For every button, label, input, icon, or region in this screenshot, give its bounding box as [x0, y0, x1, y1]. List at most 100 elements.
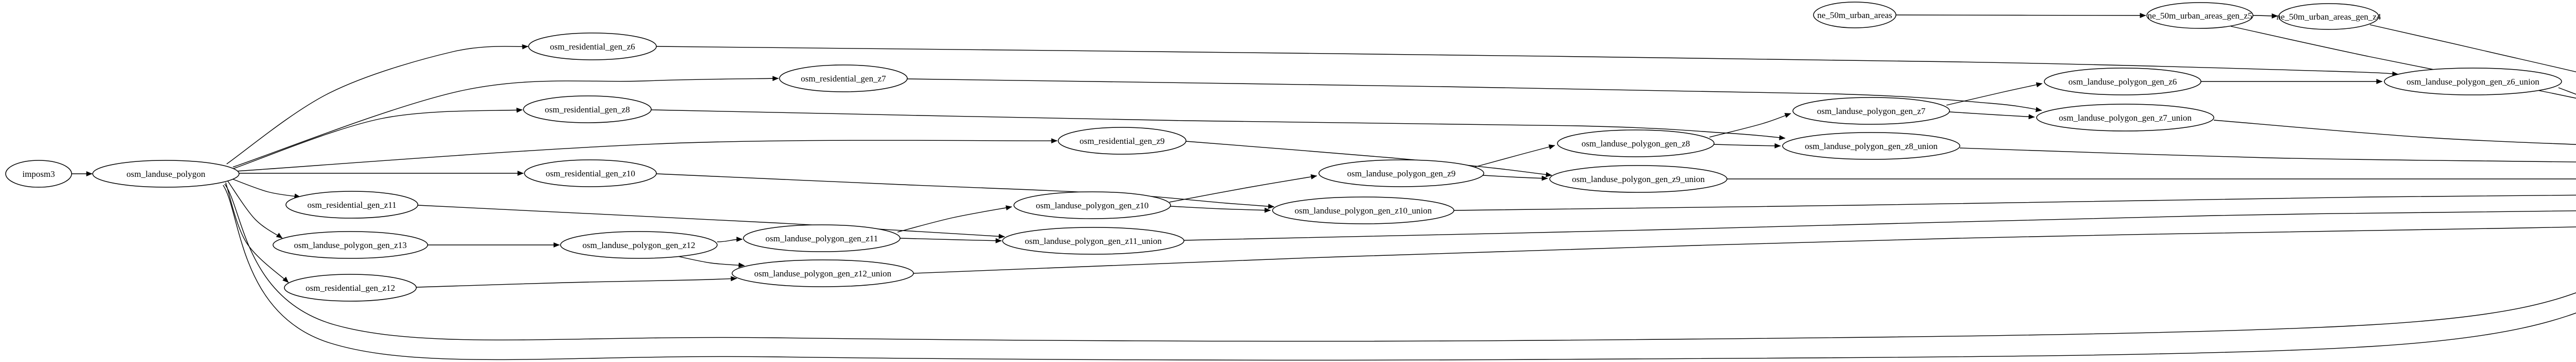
- node-osm_landuse_polygon_gen_z12: osm_landuse_polygon_gen_z12: [560, 231, 718, 259]
- node-ellipse-osm_landuse_polygon_gen_z13: [273, 231, 428, 259]
- edge-osm_landuse_polygon_gen_z9-osm_landuse_polygon_gen_z8: [1474, 144, 1555, 168]
- node-label-osm_landuse_polygon_gen_z11_union: osm_landuse_polygon_gen_z11_union: [1025, 236, 1162, 246]
- node-ne_50m_urban_areas: ne_50m_urban_areas: [1813, 2, 1896, 28]
- edge-osm_landuse_polygon-layer_landuse:z14+: [223, 185, 2576, 361]
- node-osm_landuse_polygon_gen_z8: osm_landuse_polygon_gen_z8: [1557, 129, 1715, 157]
- node-ellipse-ne_50m_urban_areas_gen_z4: [2278, 3, 2379, 30]
- node-label-osm_landuse_polygon_gen_z7: osm_landuse_polygon_gen_z7: [1817, 106, 1926, 116]
- node-label-osm_landuse_polygon: osm_landuse_polygon: [127, 169, 206, 179]
- node-label-osm_landuse_polygon_gen_z12: osm_landuse_polygon_gen_z12: [582, 240, 695, 250]
- node-ellipse-osm_landuse_polygon: [92, 160, 240, 188]
- node-osm_landuse_polygon_gen_z9_union: osm_landuse_polygon_gen_z9_union: [1549, 165, 1727, 193]
- node-label-osm_landuse_polygon_gen_z12_union: osm_landuse_polygon_gen_z12_union: [754, 269, 892, 278]
- node-label-osm_landuse_polygon_gen_z6: osm_landuse_polygon_gen_z6: [2069, 77, 2177, 87]
- node-label-osm_landuse_polygon_gen_z7_union: osm_landuse_polygon_gen_z7_union: [2059, 113, 2192, 123]
- node-ellipse-osm_landuse_polygon_gen_z7_union: [2036, 104, 2214, 131]
- edge-osm_landuse_polygon-osm_landuse_polygon_gen_z13: [227, 180, 283, 239]
- node-osm_residential_gen_z12: osm_residential_gen_z12: [284, 274, 417, 302]
- node-ellipse-osm_residential_gen_z11: [285, 191, 418, 219]
- node-label-osm_landuse_polygon_gen_z10_union: osm_landuse_polygon_gen_z10_union: [1295, 206, 1432, 216]
- node-ellipse-osm_residential_gen_z7: [779, 64, 908, 92]
- node-label-ne_50m_urban_areas_gen_z5: ne_50m_urban_areas_gen_z5: [2148, 11, 2252, 21]
- edge-osm_landuse_polygon_gen_z11-osm_landuse_polygon_gen_z10: [897, 205, 1012, 233]
- edge-osm_landuse_polygon_gen_z11-osm_landuse_polygon_gen_z11_union: [900, 238, 1002, 243]
- node-ne_50m_urban_areas_gen_z5: ne_50m_urban_areas_gen_z5: [2146, 2, 2253, 29]
- node-osm_residential_gen_z9: osm_residential_gen_z9: [1058, 127, 1187, 155]
- edge-osm_residential_gen_z12-osm_landuse_polygon_gen_z12_union: [416, 276, 737, 288]
- edge-osm_landuse_polygon_gen_z7_union-layer_landuse:z7: [2213, 120, 2576, 145]
- node-ellipse-osm_landuse_polygon_gen_z6: [2044, 68, 2201, 95]
- node-label-ne_50m_urban_areas: ne_50m_urban_areas: [1817, 10, 1892, 20]
- node-imposm3: imposm3: [5, 160, 72, 188]
- edge-ne_50m_urban_areas_gen_z4-layer_landuse:z4: [2369, 24, 2576, 73]
- node-ellipse-osm_landuse_polygon_gen_z12_union: [732, 259, 914, 287]
- node-ellipse-osm_landuse_polygon_gen_z9: [1318, 159, 1484, 187]
- node-osm_landuse_polygon_gen_z11_union: osm_landuse_polygon_gen_z11_union: [1002, 227, 1184, 255]
- edge-osm_landuse_polygon_gen_z8_union-layer_landuse:z8: [1959, 147, 2576, 162]
- node-ellipse-osm_landuse_polygon_gen_z9_union: [1549, 165, 1727, 193]
- node-osm_landuse_polygon_gen_z8_union: osm_landuse_polygon_gen_z8_union: [1782, 132, 1960, 160]
- edge-ne_50m_urban_areas_gen_z5-ne_50m_urban_areas_gen_z4: [2252, 13, 2278, 19]
- node-label-osm_landuse_polygon_gen_z8_union: osm_landuse_polygon_gen_z8_union: [1805, 141, 1938, 151]
- node-label-osm_landuse_polygon_gen_z8: osm_landuse_polygon_gen_z8: [1582, 139, 1690, 149]
- node-ellipse-imposm3: [5, 160, 72, 188]
- edge-osm_landuse_polygon_gen_z8-osm_landuse_polygon_gen_z7: [1709, 113, 1791, 138]
- node-ellipse-osm_landuse_polygon_gen_z10: [1013, 191, 1171, 219]
- edge-osm_landuse_polygon-osm_residential_gen_z11: [230, 178, 301, 199]
- node-osm_landuse_polygon_gen_z7: osm_landuse_polygon_gen_z7: [1792, 97, 1950, 125]
- node-ellipse-osm_landuse_polygon_gen_z11: [743, 224, 901, 252]
- node-ellipse-osm_residential_gen_z9: [1058, 127, 1187, 155]
- node-osm_landuse_polygon_gen_z6_union: osm_landuse_polygon_gen_z6_union: [2384, 68, 2562, 95]
- node-label-osm_landuse_polygon_gen_z10: osm_landuse_polygon_gen_z10: [1036, 201, 1148, 210]
- node-ellipse-osm_landuse_polygon_gen_z10_union: [1272, 196, 1454, 224]
- node-osm_landuse_polygon_gen_z7_union: osm_landuse_polygon_gen_z7_union: [2036, 104, 2214, 131]
- edge-osm_landuse_polygon_gen_z9-osm_landuse_polygon_gen_z9_union: [1482, 175, 1548, 181]
- node-label-osm_landuse_polygon_gen_z9_union: osm_landuse_polygon_gen_z9_union: [1572, 174, 1705, 184]
- edge-osm_residential_gen_z10-osm_landuse_polygon_gen_z10_union: [656, 173, 1275, 209]
- node-label-osm_landuse_polygon_gen_z6_union: osm_landuse_polygon_gen_z6_union: [2406, 77, 2539, 87]
- node-label-osm_landuse_polygon_gen_z11: osm_landuse_polygon_gen_z11: [766, 234, 878, 243]
- edge-osm_landuse_polygon-layer_landuse:z13: [224, 184, 2576, 342]
- edge-osm_residential_gen_z6-osm_landuse_polygon_gen_z6_union: [656, 46, 2399, 77]
- node-ellipse-osm_landuse_polygon_gen_z8_union: [1782, 132, 1960, 160]
- node-label-osm_residential_gen_z11: osm_residential_gen_z11: [307, 200, 396, 210]
- edge-osm_landuse_polygon_gen_z7-osm_landuse_polygon_gen_z7_union: [1949, 111, 2035, 120]
- node-osm_residential_gen_z6: osm_residential_gen_z6: [528, 32, 657, 60]
- node-label-osm_residential_gen_z10: osm_residential_gen_z10: [546, 169, 635, 178]
- edge-osm_landuse_polygon_gen_z10_union-layer_landuse:z10: [1453, 194, 2576, 211]
- edge-osm_residential_gen_z11-osm_landuse_polygon_gen_z11_union: [417, 205, 1005, 239]
- edge-osm_landuse_polygon_gen_z8-osm_landuse_polygon_gen_z8_union: [1714, 143, 1781, 149]
- node-osm_landuse_polygon_gen_z10_union: osm_landuse_polygon_gen_z10_union: [1272, 196, 1454, 224]
- edge-osm_landuse_polygon_gen_z11_union-layer_landuse:z11: [1183, 210, 2576, 241]
- node-ellipse-osm_landuse_polygon_gen_z11_union: [1002, 227, 1184, 255]
- node-ne_50m_urban_areas_gen_z4: ne_50m_urban_areas_gen_z4: [2277, 3, 2381, 30]
- node-osm_residential_gen_z10: osm_residential_gen_z10: [524, 159, 657, 187]
- node-label-osm_residential_gen_z9: osm_residential_gen_z9: [1079, 136, 1164, 146]
- edge-osm_landuse_polygon_gen_z6_union-layer_landuse:z6: [2558, 87, 2576, 95]
- node-ellipse-osm_landuse_polygon_gen_z7: [1792, 97, 1950, 125]
- node-ellipse-osm_landuse_polygon_gen_z6_union: [2384, 68, 2562, 95]
- node-label-imposm3: imposm3: [22, 169, 55, 179]
- edge-osm_landuse_polygon-osm_residential_gen_z8: [231, 107, 523, 170]
- node-osm_landuse_polygon: osm_landuse_polygon: [92, 160, 240, 188]
- edge-osm_landuse_polygon-osm_residential_gen_z7: [232, 76, 779, 168]
- node-ellipse-osm_residential_gen_z10: [524, 159, 657, 187]
- node-ellipse-ne_50m_urban_areas: [1813, 2, 1896, 28]
- edge-osm_landuse_polygon_gen_z12-osm_landuse_polygon_gen_z11: [717, 237, 743, 242]
- node-label-osm_residential_gen_z6: osm_residential_gen_z6: [550, 42, 635, 52]
- edge-osm_landuse_polygon-osm_residential_gen_z12: [225, 182, 289, 283]
- node-osm_landuse_polygon_gen_z6: osm_landuse_polygon_gen_z6: [2044, 68, 2201, 95]
- node-ellipse-osm_landuse_polygon_gen_z8: [1557, 129, 1715, 157]
- node-label-osm_residential_gen_z8: osm_residential_gen_z8: [545, 105, 630, 114]
- node-osm_landuse_polygon_gen_z11: osm_landuse_polygon_gen_z11: [743, 224, 901, 252]
- edge-osm_landuse_polygon_gen_z12_union-layer_landuse:z12: [913, 226, 2576, 274]
- node-label-ne_50m_urban_areas_gen_z4: ne_50m_urban_areas_gen_z4: [2277, 12, 2381, 22]
- node-osm_landuse_polygon_gen_z13: osm_landuse_polygon_gen_z13: [273, 231, 428, 259]
- node-osm_landuse_polygon_gen_z12_union: osm_landuse_polygon_gen_z12_union: [732, 259, 914, 287]
- node-ellipse-osm_residential_gen_z12: [284, 274, 417, 302]
- edge-osm_landuse_polygon_gen_z12-osm_landuse_polygon_gen_z12_union: [677, 256, 745, 268]
- node-osm_residential_gen_z8: osm_residential_gen_z8: [523, 95, 652, 123]
- node-osm_residential_gen_z7: osm_residential_gen_z7: [779, 64, 908, 92]
